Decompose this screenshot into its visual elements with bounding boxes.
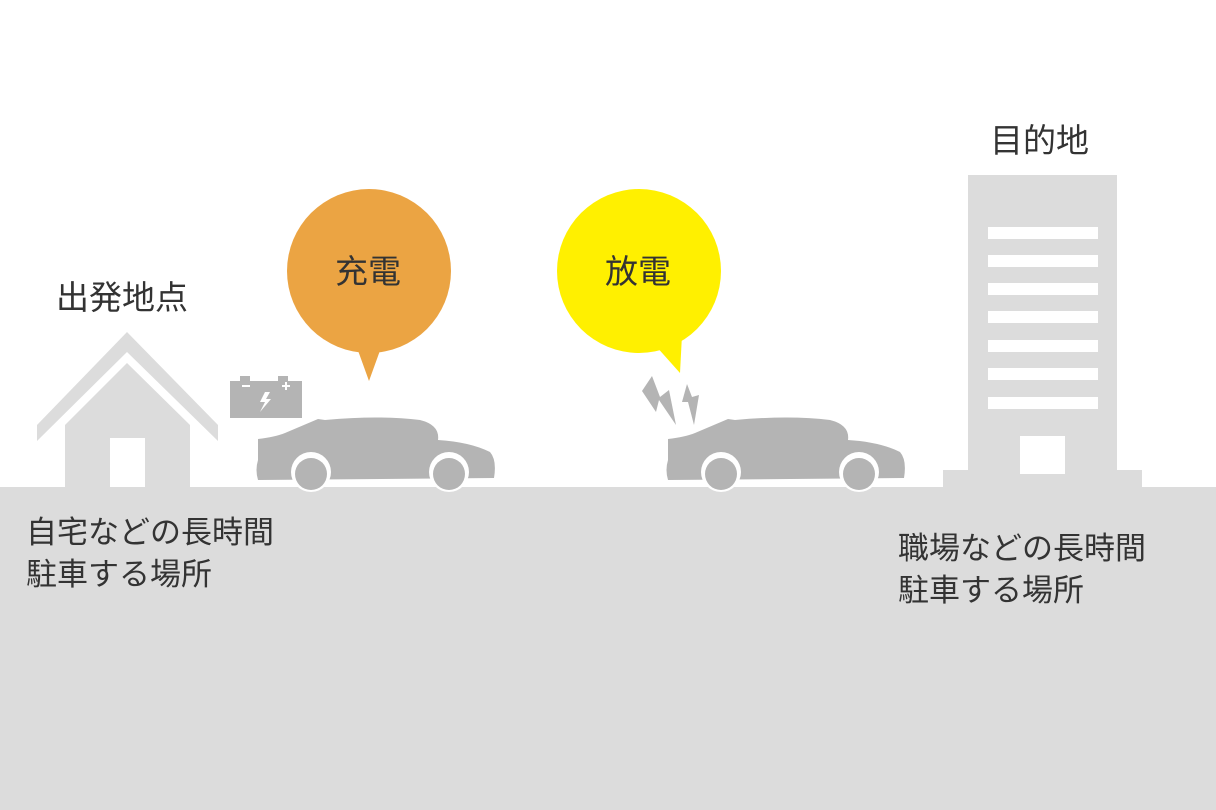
work-description-line2: 駐車する場所 [898,573,1084,609]
car-charging-icon [256,417,495,492]
discharge-bubble [557,189,721,373]
home-description: 自宅などの長時間 駐車する場所 [26,512,274,596]
battery-icon [230,376,302,418]
car-discharging-icon [666,417,905,492]
start-point-label: 出発地点 [56,278,188,317]
charge-label: 充電 [335,252,401,291]
home-description-line1: 自宅などの長時間 [26,515,274,551]
discharge-label: 放電 [605,252,671,291]
lightning-sparks-icon [642,376,699,425]
work-description: 職場などの長時間 駐車する場所 [898,528,1146,612]
work-description-line1: 職場などの長時間 [898,531,1146,567]
charge-bubble [287,189,451,381]
house-icon [37,332,218,487]
home-description-line2: 駐車する場所 [26,557,212,593]
destination-label: 目的地 [990,121,1089,160]
ground [0,487,1216,810]
office-building-icon [943,175,1142,487]
